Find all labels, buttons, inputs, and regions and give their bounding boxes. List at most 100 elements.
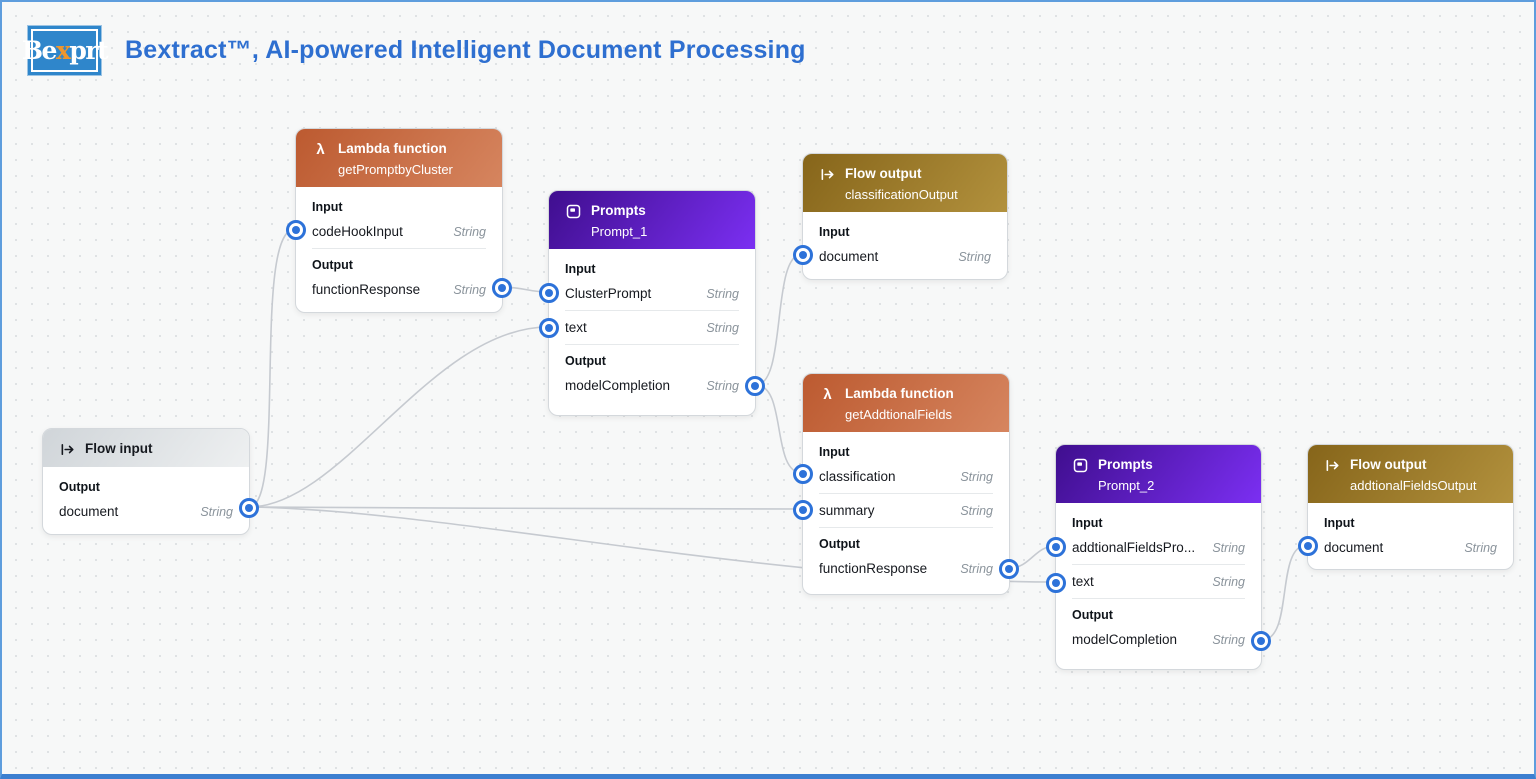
field-type: String [1212,574,1245,589]
input-port-codeHookInput[interactable] [286,220,306,240]
flow-input-icon [59,442,76,457]
node-name-label: Prompt_1 [591,224,648,239]
node-type-label: Lambda function [338,141,447,156]
field-type: String [200,504,233,519]
node-prompts-Prompt_1[interactable]: Prompts Prompt_1 Input ClusterPrompt Str… [539,190,765,416]
node-name-label: getAddtionalFields [845,407,952,422]
node-type-label: Prompts [591,203,646,218]
input-port-document[interactable] [793,245,813,265]
node-body: Output document String [43,467,249,528]
node-type-label: Lambda function [845,386,954,401]
node-flow-output-classificationOutput[interactable]: Flow output classificationOutput Input d… [793,153,1008,280]
divider [1072,564,1245,565]
field-type: String [706,378,739,393]
field-row-modelCompletion: modelCompletion String [565,369,739,402]
lambda-icon: λ [316,140,325,158]
bexprt-logo-text: Bexprt [22,36,109,65]
field-row-ClusterPrompt: ClusterPrompt String [565,277,739,310]
divider [819,527,993,528]
node-flow-output-addtionalFieldsOutput[interactable]: Flow output addtionalFieldsOutput Input … [1298,444,1514,570]
node-header-addtional-fields-output: Flow output addtionalFieldsOutput [1308,445,1513,503]
field-row-text: text String [1072,565,1245,598]
node-body: Input addtionalFieldsPro... String text … [1056,503,1261,656]
field-row-document: document String [1324,531,1497,564]
field-name: summary [819,503,875,518]
node-type-label: Flow output [1350,457,1427,472]
node-header-classification-output: Flow output classificationOutput [803,154,1007,212]
divider [312,248,486,249]
field-row-addtionalFieldsPrompt: addtionalFieldsPro... String [1072,531,1245,564]
output-section-label: Output [1072,608,1113,622]
output-port-modelCompletion[interactable] [1251,631,1271,651]
field-name: modelCompletion [1072,632,1178,647]
node-prompts-Prompt_2[interactable]: Prompts Prompt_2 Input addtionalFieldsPr… [1046,444,1271,670]
connection-prompt1-to-classificationOutput-document[interactable] [755,253,803,386]
node-lambda-getPromptbyCluster[interactable]: λ Lambda function getPromptbyCluster Inp… [286,128,512,313]
field-name: codeHookInput [312,224,403,239]
divider [1072,598,1245,599]
logo-x: x [55,36,71,65]
output-section-label: Output [819,537,860,551]
node-body: Input codeHookInput String Output functi… [296,187,502,306]
bexprt-logo: Bexprt [22,26,109,75]
connection-prompt2-to-addtionalFieldsOutput-document[interactable] [1261,544,1308,641]
page-title: Bextract™, AI-powered Intelligent Docume… [125,36,806,64]
node-flow-input[interactable]: Flow input Output document String [42,428,259,535]
prompts-icon [1072,458,1089,473]
input-port-summary[interactable] [793,500,813,520]
divider [819,493,993,494]
field-type: String [960,561,993,576]
logo-suffix: prt [69,36,108,65]
field-name: document [1324,540,1384,555]
input-port-addtionalFieldsPrompt[interactable] [1046,537,1066,557]
node-body: Input document String [803,212,1007,273]
topbar: Bexprt Bextract™, AI-powered Intelligent… [22,26,806,75]
connection-flowinput-to-lambda2-summary[interactable] [248,506,803,510]
node-lambda-getAddtionalFields[interactable]: λ Lambda function getAddtionalFields Inp… [793,373,1019,595]
node-type-label: Flow output [845,166,922,181]
node-type-label: Flow input [85,441,153,456]
prompts-icon [565,204,582,219]
node-header-lambda1: λ Lambda function getPromptbyCluster [296,129,502,187]
field-row-classification: classification String [819,460,993,493]
field-name: ClusterPrompt [565,286,652,301]
connection-flowinput-to-prompt1-text[interactable] [248,326,549,508]
node-name-label: classificationOutput [845,187,958,202]
input-port-text[interactable] [539,318,559,338]
output-section-label: Output [59,480,100,494]
output-port-functionResponse[interactable] [492,278,512,298]
node-name-label: addtionalFieldsOutput [1350,478,1477,493]
node-name-label: Prompt_2 [1098,478,1155,493]
field-name: modelCompletion [565,378,671,393]
input-port-text[interactable] [1046,573,1066,593]
input-port-ClusterPrompt[interactable] [539,283,559,303]
input-port-classification[interactable] [793,464,813,484]
flow-output-icon [819,167,836,182]
connection-prompt1-to-lambda2-classification[interactable] [755,384,803,474]
input-port-document[interactable] [1298,536,1318,556]
field-row-functionResponse: functionResponse String [312,273,486,306]
field-row-codeHookInput: codeHookInput String [312,215,486,248]
field-type: String [453,224,486,239]
output-port-functionResponse[interactable] [999,559,1019,579]
field-row-document: document String [59,495,233,528]
node-type-label: Prompts [1098,457,1153,472]
field-name: document [59,504,119,519]
output-port-modelCompletion[interactable] [745,376,765,396]
node-name-label: getPromptbyCluster [338,162,453,177]
connection-flowinput-to-lambda1-codeHookInput[interactable] [248,228,296,508]
field-row-modelCompletion: modelCompletion String [1072,623,1245,656]
field-row-functionResponse: functionResponse String [819,552,993,585]
field-name: text [1072,574,1094,589]
flow-output-icon [1324,458,1341,473]
input-section-label: Input [312,200,343,214]
field-type: String [1212,632,1245,647]
output-port-document[interactable] [239,498,259,518]
divider [565,344,739,345]
field-type: String [453,282,486,297]
field-type: String [960,469,993,484]
field-name: text [565,320,587,335]
input-section-label: Input [819,225,850,239]
